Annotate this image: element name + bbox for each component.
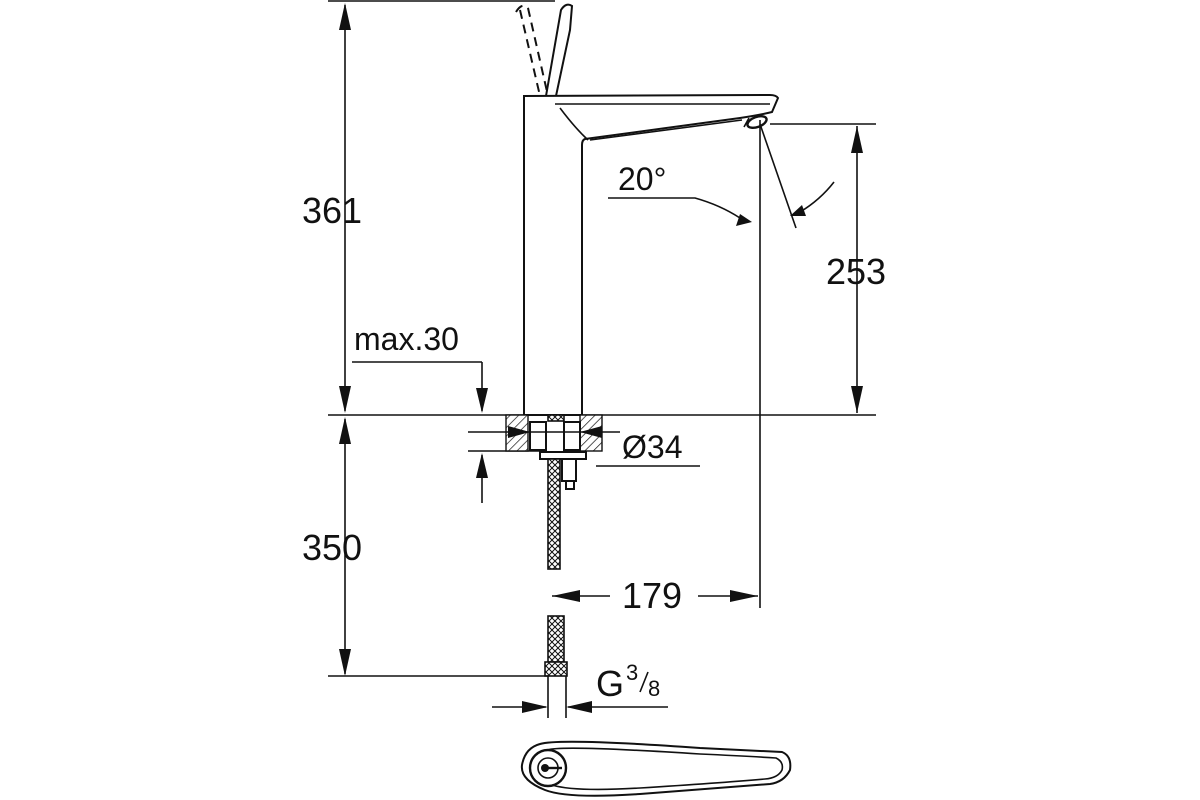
thread-dimension: G 3 8: [492, 660, 668, 713]
diameter-label: Ø34: [622, 429, 682, 465]
projection-dimension: 179: [552, 575, 758, 616]
faucet-body: [523, 93, 780, 416]
max-thickness-dimension: max.30: [352, 321, 540, 503]
max-thickness-label: max.30: [354, 321, 459, 357]
thread-prefix: G: [596, 663, 624, 704]
thread-denominator: 8: [648, 676, 660, 701]
top-view: [520, 740, 792, 797]
supply-hoses: [544, 414, 568, 718]
hose-length-label: 350: [302, 527, 362, 568]
angle-label: 20°: [618, 161, 666, 197]
diameter-dimension: Ø34: [596, 429, 700, 467]
hose-length-dimension: 350: [302, 417, 548, 677]
angle-dimension: 20°: [608, 120, 835, 608]
total-height-dimension: 361: [302, 3, 362, 413]
total-height-label: 361: [302, 190, 362, 231]
projection-label: 179: [622, 575, 682, 616]
mounting-section: [468, 414, 603, 490]
spout-height-label: 253: [826, 251, 886, 292]
lever: [515, 3, 574, 97]
spout-height-dimension: 253: [770, 123, 886, 413]
thread-numerator: 3: [626, 660, 638, 685]
